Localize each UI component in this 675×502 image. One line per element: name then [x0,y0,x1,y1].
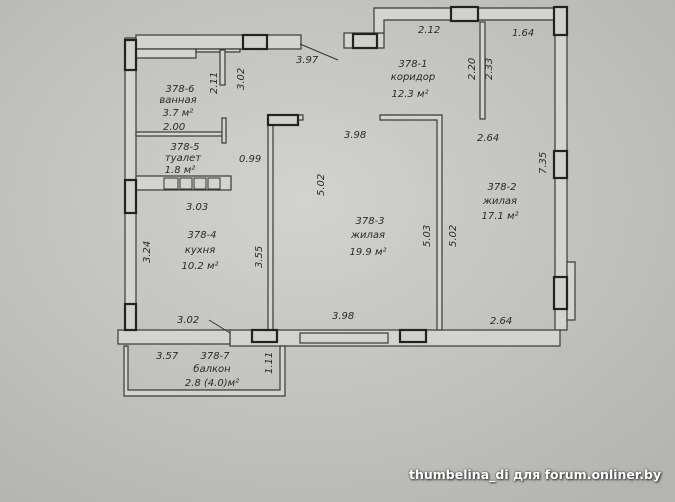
window [552,149,569,180]
room-378-1: 378-1 коридор 12.3 м² [391,59,435,100]
room-id: 378-3 [355,216,384,227]
room-378-3: 378-3 жилая 19.9 м² [350,216,387,258]
dimension: 2.33 [484,58,495,80]
watermark: thumbelina_di для forum.onliner.by [409,467,662,482]
window [552,5,569,37]
dimension: 5.02 [448,225,459,247]
room-id: 378-1 [398,59,427,70]
window [241,33,269,51]
window [123,302,138,332]
room-name: жилая [482,196,517,207]
room-id: 378-6 [165,84,194,95]
room-378-7: 378-7 балкон 2.8 (4.0)м² [185,351,239,389]
dimension: 2.11 [209,72,220,94]
dimension: 3.55 [254,246,265,268]
window [123,178,138,215]
room-name: балкон [193,363,231,375]
dimension: 2.64 [477,133,499,144]
room-378-6: 378-6 ванная 3.7 м² [159,84,196,119]
window [398,328,428,344]
dimension: 2.12 [418,25,440,36]
dimension: 3.57 [156,351,179,362]
dimension: 3.98 [344,130,366,141]
dimension: 3.02 [177,315,199,326]
window [250,328,279,344]
room-378-2: 378-2 жилая 17.1 м² [482,182,519,222]
dimension: 3.24 [142,241,153,263]
dimension: 3.97 [296,55,319,66]
dimension: 2.64 [490,316,512,327]
room-area: 19.9 м² [350,247,387,258]
dimension: 3.98 [332,311,354,322]
room-area: 1.8 м² [165,165,196,176]
dimension: 3.02 [236,68,247,90]
dimension: 2.00 [163,122,185,133]
room-name: туалет [165,153,202,164]
dimension: 2.20 [467,58,478,80]
dimension: 1.64 [512,28,534,39]
room-labels: 378-1 коридор 12.3 м² 378-2 жилая 17.1 м… [159,59,518,389]
room-area: 17.1 м² [482,211,519,222]
window [449,5,480,23]
room-area: 3.7 м² [163,108,194,119]
room-name: жилая [350,230,385,241]
window [552,275,569,311]
dimension: 3.03 [186,202,208,213]
door-window [351,32,379,50]
room-name: ванная [159,95,196,106]
room-id: 378-5 [170,142,199,153]
room-378-5: 378-5 туалет 1.8 м² [165,142,203,176]
dimension: 5.03 [422,225,433,247]
room-id: 378-7 [200,351,230,362]
room-id: 378-4 [187,230,216,241]
room-name: кухня [185,245,215,256]
dimension: 0.99 [239,154,261,165]
toilet-fixtures [163,177,221,190]
dimension-labels: 2.12 1.64 3.97 2.11 3.02 2.20 2.33 3.98 … [142,25,549,374]
column [266,113,300,127]
room-area: 10.2 м² [182,261,219,272]
dimension: 7.35 [538,152,549,174]
room-378-4: 378-4 кухня 10.2 м² [182,230,219,272]
room-id: 378-2 [487,182,516,193]
window [123,38,138,72]
dimension: 5.02 [316,174,327,196]
room-name: коридор [391,72,435,83]
room-area: 2.8 (4.0)м² [185,378,239,389]
room-area: 12.3 м² [392,89,429,100]
dimension: 1.11 [264,352,275,374]
windows [123,5,569,344]
